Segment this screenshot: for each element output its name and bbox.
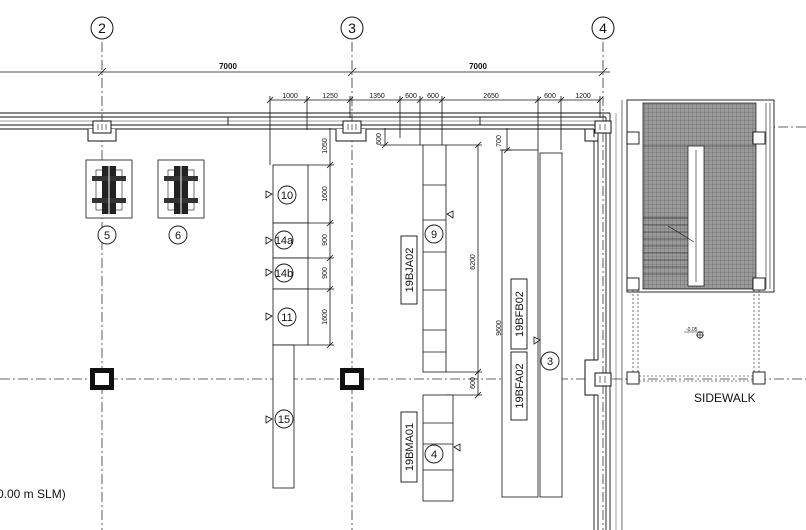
tag-19BFA02-label: 19BFA02	[514, 363, 526, 408]
tag-19BJA02-label: 19BJA02	[404, 248, 416, 293]
marker-4-label: 4	[431, 449, 437, 461]
cabinet-column-left	[272, 164, 309, 489]
dim-long-1: 6200	[470, 254, 477, 270]
sidewalk-outline	[632, 290, 760, 382]
tag-19BFB02-label: 19BFB02	[514, 291, 526, 337]
marker-10: 10	[277, 185, 297, 205]
cabinet-column-middle	[422, 144, 447, 373]
marker-9-label: 9	[431, 229, 437, 241]
right-vertical-dims	[500, 128, 512, 154]
interior-columns	[90, 368, 364, 390]
stair-columns	[626, 131, 766, 385]
panel-tag-19BFB02: 19BFB02	[510, 278, 528, 350]
dim-lower: 600	[470, 377, 477, 389]
marker-6-label: 6	[175, 230, 181, 242]
dim-top-3: 1350	[369, 93, 385, 100]
axis-label-4: 4	[599, 20, 607, 36]
cabinet-lower-dividers	[423, 422, 453, 471]
marker-14b: 14b	[274, 263, 294, 283]
bay-dim-2-3: 7000	[219, 62, 237, 71]
dim-long-2: 9600	[496, 320, 503, 336]
dim-left-2: 1600	[322, 186, 329, 202]
dim-top-4: 600	[405, 93, 417, 100]
marker-4: 4	[424, 444, 444, 464]
top-dimension-chain	[266, 96, 604, 165]
wall-column-hatch	[97, 124, 606, 383]
dim-top-7: 600	[544, 93, 556, 100]
elevation-marker: -0.05	[684, 327, 704, 339]
elevation-text: -0.05	[686, 327, 698, 333]
axis-bubble-4: 4	[591, 16, 615, 40]
front-indicators-left	[265, 190, 273, 424]
dim-top-8: 1200	[575, 93, 591, 100]
dim-small-1: 600	[376, 133, 383, 145]
dim-left-5: 1600	[322, 309, 329, 325]
tag-19BMA01-label: 19BMA01	[404, 423, 416, 471]
marker-3-label: 3	[547, 356, 553, 368]
marker-5: 5	[97, 225, 117, 245]
left-vertical-dims	[308, 128, 334, 349]
marker-14a-label: 14a	[275, 235, 294, 247]
marker-14b-label: 14b	[275, 268, 293, 280]
axis-label-3: 3	[348, 20, 356, 36]
dim-top-5: 600	[427, 93, 439, 100]
marker-14a: 14a	[274, 230, 294, 250]
cabinet-middle-dividers	[423, 184, 446, 353]
axis-bubble-2: 2	[90, 16, 114, 40]
panel-tag-19BFA02: 19BFA02	[510, 351, 528, 421]
wall-columns	[92, 120, 612, 387]
dim-top-1: 1000	[282, 93, 298, 100]
dim-small-2: 700	[496, 135, 503, 147]
stair-tower	[626, 99, 775, 293]
marker-11-label: 11	[281, 312, 292, 324]
dim-top-2: 1250	[322, 93, 338, 100]
level-note: (0.00 m SLM)	[0, 487, 66, 501]
marker-3: 3	[540, 351, 560, 371]
front-indicator-4	[453, 443, 461, 452]
dim-top-6: 2650	[483, 93, 499, 100]
sidewalk-label: SIDEWALK	[694, 391, 756, 405]
axis-bubble-3: 3	[340, 16, 364, 40]
marker-15: 15	[274, 409, 294, 429]
panel-tag-19BMA01: 19BMA01	[400, 411, 418, 483]
dim-left-1: 1050	[322, 138, 329, 154]
marker-10-label: 10	[281, 190, 293, 202]
front-indicator-9	[446, 210, 454, 219]
front-indicator-3	[533, 336, 541, 345]
marker-6: 6	[168, 225, 188, 245]
bay-dimension-line	[0, 67, 610, 77]
bay-dim-3-4: 7000	[469, 62, 487, 71]
marker-11: 11	[277, 307, 297, 327]
marker-9: 9	[424, 224, 444, 244]
axis-label-2: 2	[98, 20, 106, 36]
equipment-6-symbol	[157, 159, 205, 219]
dim-left-3: 900	[322, 234, 329, 246]
panel-tag-19BJA02: 19BJA02	[400, 235, 418, 305]
equipment-5-symbol	[85, 159, 133, 219]
marker-15-label: 15	[278, 414, 290, 426]
marker-5-label: 5	[104, 230, 110, 242]
dim-left-4: 900	[322, 267, 329, 279]
